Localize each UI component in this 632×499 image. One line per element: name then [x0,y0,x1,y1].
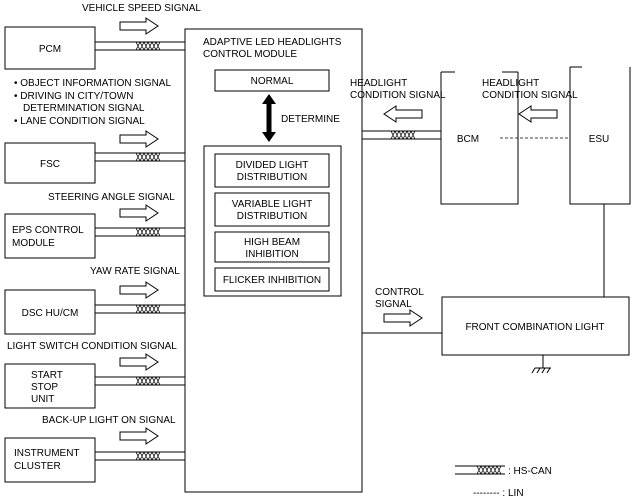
headlight-esu-signal-line2: CONDITION SIGNAL [482,90,578,101]
mode-variable-box [214,192,330,227]
fsc-bullet-2: • DRIVING IN CITY/TOWN [14,91,133,102]
steering-angle-signal-label: STEERING ANGLE SIGNAL [48,192,175,203]
legend: : HS-CAN -------- : LIN [455,465,552,499]
mode-divided-line2: DISTRIBUTION [237,172,308,183]
light-switch-arrow-icon [119,353,159,371]
yaw-rate-signal-label: YAW RATE SIGNAL [90,266,180,277]
vehicle-speed-signal-label: VEHICLE SPEED SIGNAL [82,3,201,14]
ground-icon [531,355,551,374]
determine-double-arrow-icon [262,94,276,142]
adaptive-led-headlights-control-module: ADAPTIVE LED HEADLIGHTS CONTROL MODULE N… [184,28,363,493]
eps-label-line2: MODULE [12,238,55,249]
mode-high-beam-line1: HIGH BEAM [244,237,300,248]
dsc-label: DSC HU/CM [22,308,79,319]
fsc-bullet-3: • LANE CONDITION SIGNAL [14,116,145,127]
start-stop-line3: UNIT [31,394,54,405]
mode-divided-line1: DIVIDED LIGHT [236,160,309,171]
headlight-bcm-arrow-icon [383,105,423,123]
pcm-label: PCM [39,44,61,55]
mode-flicker-box [214,267,330,292]
start-stop-line1: START [31,370,63,381]
eps-label-line1: EPS CONTROL [12,225,84,236]
headlight-esu-arrow-icon [518,105,558,123]
control-module-title-line2: CONTROL MODULE [203,49,297,60]
dsc-module: DSC HU/CM [4,289,96,335]
fsc-arrow-icon [119,130,159,148]
fsc-bullet-1: • OBJECT INFORMATION SIGNAL [14,78,171,89]
yaw-rate-arrow-icon [119,281,159,299]
normal-label: NORMAL [251,76,294,87]
pcm-module: PCM [4,26,96,70]
headlight-bcm-signal-line2: CONDITION SIGNAL [350,90,446,101]
backup-light-signal-label: BACK-UP LIGHT ON SIGNAL [42,415,176,426]
esu-label: ESU [589,134,610,145]
bcm-label: BCM [457,134,479,145]
legend-lin-label: -------- : LIN [473,488,524,499]
control-signal-arrow-icon [383,309,423,327]
control-signal-line2: SIGNAL [375,299,412,310]
left-can-wires [95,41,185,461]
headlight-bcm-signal-line1: HEADLIGHT [350,78,407,89]
mode-high-beam-box [214,231,330,263]
headlight-esu-signal-line1: HEADLIGHT [482,78,539,89]
esu-module: ESU [569,66,631,205]
mode-flicker-label: FLICKER INHIBITION [223,275,321,286]
light-switch-signal-label: LIGHT SWITCH CONDITION SIGNAL [7,341,177,352]
start-stop-unit: START STOP UNIT [4,363,96,409]
steering-angle-arrow-icon [119,204,159,222]
control-signal-line1: CONTROL [375,287,424,298]
start-stop-line2: STOP [31,382,58,393]
cluster-label-line1: INSTRUMENT [14,448,80,459]
mode-high-beam-line2: INHIBITION [245,249,298,260]
cluster-label-line2: CLUSTER [14,461,61,472]
fsc-module: FSC [4,142,96,184]
front-light-label: FRONT COMBINATION LIGHT [465,322,604,333]
eps-control-module: EPS CONTROL MODULE [4,213,96,259]
fsc-label: FSC [40,159,60,170]
instrument-cluster: INSTRUMENT CLUSTER [4,437,96,483]
legend-hs-can-label: : HS-CAN [508,466,552,477]
mode-variable-line2: DISTRIBUTION [237,211,308,222]
normal-box [214,69,330,92]
mode-variable-line1: VARIABLE LIGHT [232,199,312,210]
fsc-bullet-2b: DETERMINATION SIGNAL [23,103,145,114]
determine-label: DETERMINE [281,114,340,125]
backup-light-arrow-icon [119,427,159,445]
vehicle-speed-arrow-icon [119,17,159,35]
control-bcm-can-wire [362,130,441,140]
mode-divided-box [214,153,330,188]
front-combination-light: FRONT COMBINATION LIGHT [441,296,630,356]
control-module-title-line1: ADAPTIVE LED HEADLIGHTS [203,37,342,48]
